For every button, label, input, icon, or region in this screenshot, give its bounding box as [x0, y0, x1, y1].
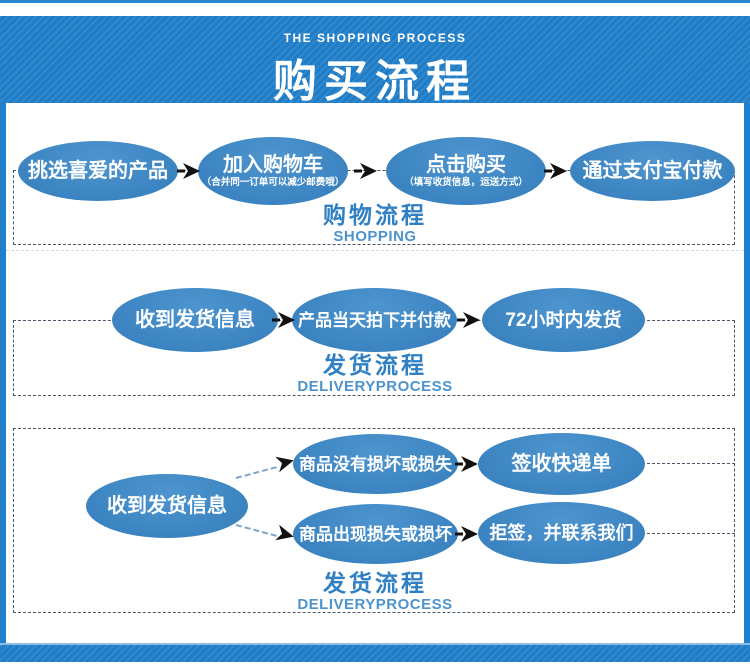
- flow-node-receive-info: 收到发货信息: [112, 288, 278, 352]
- header-ribbon-text: THE SHOPPING PROCESS: [283, 31, 467, 45]
- arrow-right-icon: [455, 456, 478, 472]
- flow-node-label: 点击购买: [426, 153, 506, 176]
- section-signoff-box: [13, 428, 735, 613]
- flow-node-goods-damaged: 商品出现损失或损坏: [293, 504, 458, 564]
- flow-node-goods-ok: 商品没有损坏或损失: [293, 434, 458, 494]
- flow-node-pay-same-day: 产品当天拍下并付款: [292, 288, 457, 352]
- flow-node-refuse-contact: 拒签，并联系我们: [478, 502, 645, 564]
- section-separator: [6, 250, 744, 251]
- flow-node-sign-receipt: 签收快递单: [478, 433, 645, 495]
- dashed-arrow-icon: [275, 456, 294, 473]
- section-label-en: DELIVERYPROCESS: [297, 378, 453, 395]
- section-label-en: SHOPPING: [333, 228, 417, 245]
- flow-node-label: 挑选喜爱的产品: [28, 159, 168, 182]
- flow-node-ship-72h: 72小时内发货: [482, 288, 645, 352]
- right-border: [744, 103, 750, 643]
- flow-node-label: 通过支付宝付款: [582, 159, 723, 182]
- flow-node-subtext: （合并同一订单可以减少邮费哦）: [201, 176, 345, 188]
- header-banner: THE SHOPPING PROCESS 购买流程: [0, 16, 750, 106]
- flow-node-label: 产品当天拍下并付款: [298, 310, 451, 330]
- section-signoff-label: 发货流程 DELIVERYPROCESS: [0, 570, 750, 613]
- arrow-right-icon: [455, 526, 478, 542]
- section-delivery-label: 发货流程 DELIVERYPROCESS: [0, 352, 750, 395]
- dashed-stub-line: [642, 463, 735, 464]
- arrow-right-icon: [544, 163, 567, 179]
- footer-banner: [0, 643, 750, 662]
- flow-node-subtext: （填写收货信息，运送方式）: [404, 176, 528, 188]
- flow-node-label: 拒签，并联系我们: [489, 522, 634, 543]
- dashed-arrow-icon: [275, 524, 294, 541]
- flow-node-receive-info-2: 收到发货信息: [86, 474, 248, 538]
- section-shopping-label: 购物流程 SHOPPING: [0, 202, 750, 245]
- flow-node-add-to-cart: 加入购物车 （合并同一订单可以减少邮费哦）: [198, 137, 348, 205]
- section-label-zh: 购物流程: [323, 202, 427, 228]
- dashed-stub-line: [642, 533, 735, 534]
- arrow-right-icon: [272, 312, 295, 328]
- flow-node-pick-product: 挑选喜爱的产品: [18, 141, 178, 201]
- arrow-right-icon: [354, 163, 377, 179]
- flow-node-click-buy: 点击购买 （填写收货信息，运送方式）: [386, 137, 546, 205]
- arrow-right-icon: [457, 312, 480, 328]
- arrow-right-icon: [177, 163, 200, 179]
- left-border: [0, 103, 6, 643]
- section-label-zh: 发货流程: [323, 570, 427, 596]
- flow-node-label: 商品没有损坏或损失: [299, 454, 452, 474]
- flow-node-label: 商品出现损失或损坏: [299, 524, 452, 544]
- flow-node-label: 加入购物车: [223, 153, 323, 176]
- section-label-en: DELIVERYPROCESS: [297, 596, 453, 613]
- flow-node-label: 收到发货信息: [135, 308, 255, 331]
- flow-node-pay-alipay: 通过支付宝付款: [570, 141, 735, 201]
- section-label-zh: 发货流程: [323, 352, 427, 378]
- page-title: 购买流程: [273, 57, 477, 106]
- flow-node-label: 收到发货信息: [107, 494, 227, 517]
- flow-node-label: 签收快递单: [511, 452, 612, 475]
- top-accent-line: [0, 0, 750, 3]
- flow-node-label: 72小时内发货: [505, 309, 622, 331]
